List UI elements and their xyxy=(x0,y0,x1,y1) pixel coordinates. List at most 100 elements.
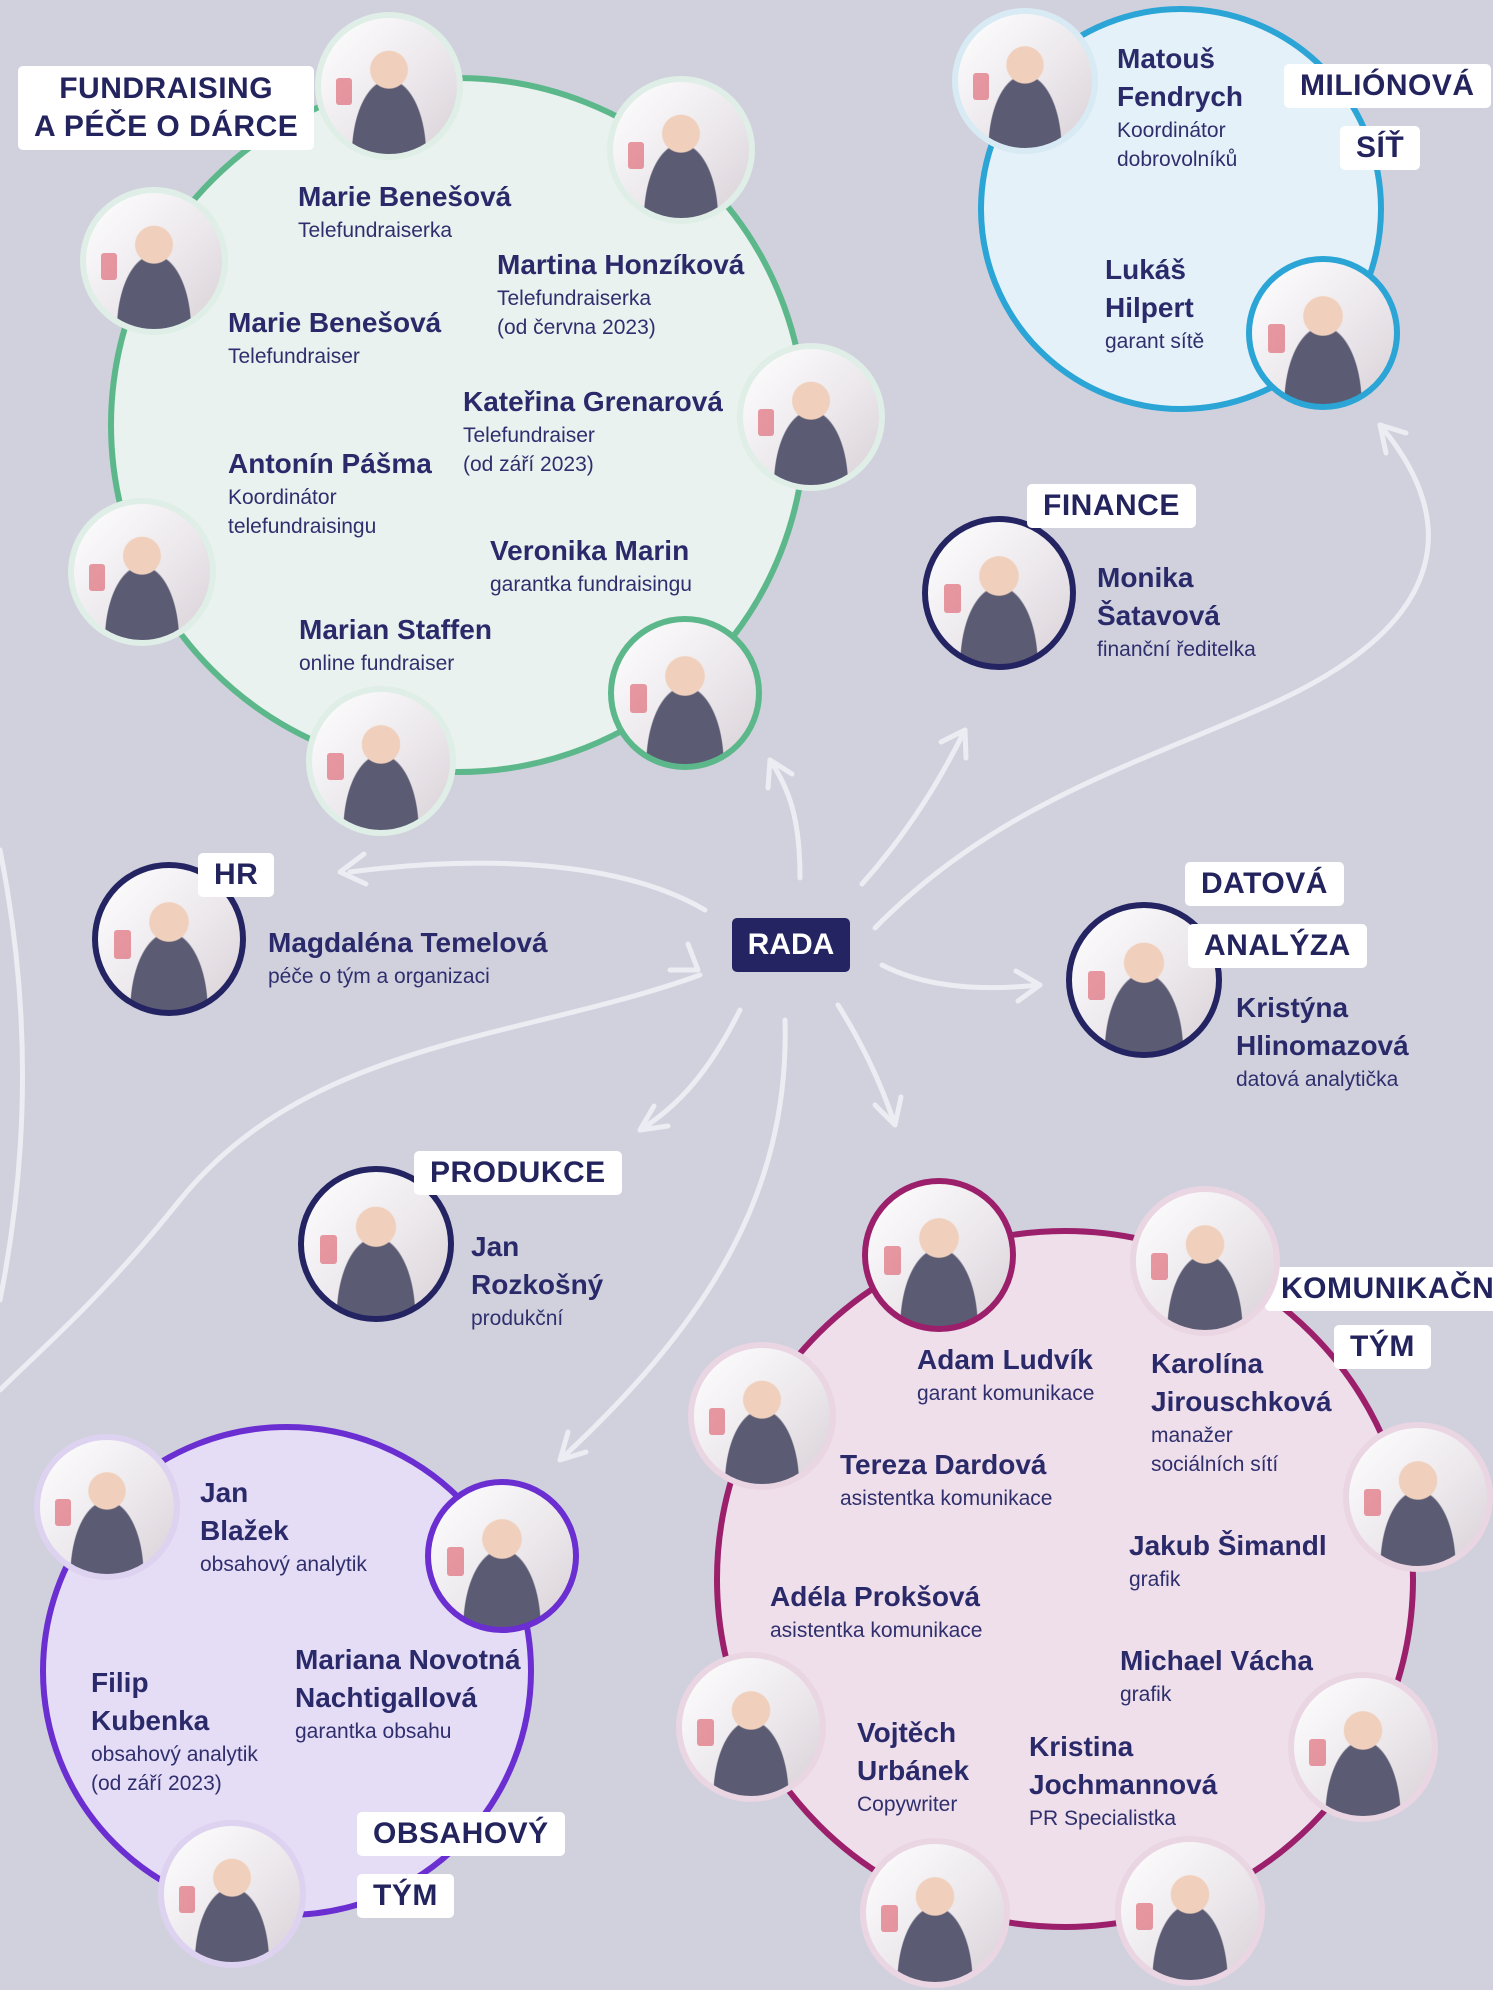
avatar xyxy=(1246,256,1400,410)
team-member: Marian Staffen online fundraiser xyxy=(299,611,492,678)
member-name: Kateřina Grenarová xyxy=(463,386,723,417)
finance-team-title: FINANCE xyxy=(1027,484,1196,528)
avatar xyxy=(737,343,885,491)
avatar xyxy=(306,686,456,836)
avatar xyxy=(608,616,762,770)
member-role: garantka fundraisingu xyxy=(490,573,692,596)
member-role: Copywriter xyxy=(857,1793,958,1816)
member-name: Kristina Jochmannová xyxy=(1029,1731,1218,1800)
avatar xyxy=(952,8,1098,154)
member-name: Lukáš Hilpert xyxy=(1105,254,1194,323)
member-role: Telefundraiserka (od června 2023) xyxy=(497,287,656,339)
team-member: Jakub Šimandl grafik xyxy=(1129,1527,1327,1594)
member-name: Marie Benešová xyxy=(298,181,512,212)
hr-team-title: HR xyxy=(198,853,275,897)
avatar xyxy=(1343,1422,1493,1572)
team-member: Mariana Novotná Nachtigallová garantka o… xyxy=(295,1641,521,1746)
avatar xyxy=(298,1166,454,1322)
member-name: Antonín Pášma xyxy=(228,448,432,479)
team-member: Michael Vácha grafik xyxy=(1120,1642,1313,1709)
komunikacni-team-title-line1: KOMUNIKAČNÍ xyxy=(1265,1267,1493,1311)
member-name: Jan Blažek xyxy=(200,1477,289,1546)
avatar xyxy=(315,12,463,160)
avatar xyxy=(34,1434,180,1580)
member-name: Martina Honzíková xyxy=(497,249,745,280)
team-member: Vojtěch Urbánek Copywriter xyxy=(857,1714,969,1819)
datova-team-title-line1: DATOVÁ xyxy=(1185,862,1344,906)
team-member: Monika Šatavová finanční ředitelka xyxy=(1097,559,1256,664)
member-role: garantka obsahu xyxy=(295,1720,452,1743)
avatar xyxy=(862,1178,1016,1332)
member-name: Monika Šatavová xyxy=(1097,562,1220,631)
member-role: finanční ředitelka xyxy=(1097,638,1256,661)
member-role: Koordinátor telefundraisingu xyxy=(228,486,377,538)
member-role: Telefundraiserka xyxy=(298,219,453,242)
team-member: Jan Rozkošný produkční xyxy=(471,1228,603,1333)
team-member: Jan Blažek obsahový analytik xyxy=(200,1474,367,1579)
member-name: Mariana Novotná Nachtigallová xyxy=(295,1644,521,1713)
member-role: Telefundraiser (od září 2023) xyxy=(463,424,595,476)
team-member: Karolína Jirouschková manažer sociálních… xyxy=(1151,1345,1332,1479)
rada-center-label: RADA xyxy=(732,918,850,972)
fundraising-team-title: FUNDRAISING A PÉČE O DÁRCE xyxy=(18,66,315,150)
member-role: online fundraiser xyxy=(299,652,455,675)
member-name: Kristýna Hlinomazová xyxy=(1236,992,1409,1061)
team-member: Matouš Fendrych Koordinátor dobrovolníků xyxy=(1117,40,1243,174)
member-role: obsahový analytik (od září 2023) xyxy=(91,1743,258,1795)
avatar xyxy=(1288,1672,1438,1822)
milionova-team-title-line1: MILIÓNOVÁ xyxy=(1284,64,1491,108)
member-name: Marie Benešová xyxy=(228,307,442,338)
team-member: Marie Benešová Telefundraiserka xyxy=(298,178,511,245)
member-name: Karolína Jirouschková xyxy=(1151,1348,1332,1417)
member-name: Michael Vácha xyxy=(1120,1645,1313,1676)
member-role: produkční xyxy=(471,1307,564,1330)
team-member: Adam Ludvík garant komunikace xyxy=(917,1341,1094,1408)
avatar xyxy=(922,516,1076,670)
member-role: PR Specialistka xyxy=(1029,1807,1177,1830)
avatar xyxy=(607,76,755,224)
avatar xyxy=(860,1838,1010,1988)
member-role: Koordinátor dobrovolníků xyxy=(1117,119,1238,171)
member-name: Veronika Marin xyxy=(490,535,690,566)
obsahovy-team-title-line1: OBSAHOVÝ xyxy=(357,1812,565,1856)
team-member: Martina Honzíková Telefundraiserka (od č… xyxy=(497,246,744,342)
avatar xyxy=(80,187,228,335)
member-name: Jan Rozkošný xyxy=(471,1231,604,1300)
team-member: Veronika Marin garantka fundraisingu xyxy=(490,532,692,599)
obsahovy-team-title-line2: TÝM xyxy=(357,1874,454,1918)
member-name: Matouš Fendrych xyxy=(1117,43,1244,112)
milionova-team-title-line2: SÍŤ xyxy=(1340,126,1421,170)
member-name: Vojtěch Urbánek xyxy=(857,1717,970,1786)
datova-team-title-line2: ANALÝZA xyxy=(1188,924,1367,968)
member-role: Telefundraiser xyxy=(228,345,360,368)
komunikacni-team-circle xyxy=(714,1228,1416,1930)
member-role: grafik xyxy=(1120,1683,1172,1706)
member-name: Marian Staffen xyxy=(299,614,492,645)
avatar xyxy=(425,1479,579,1633)
komunikacni-team-title-line2: TÝM xyxy=(1334,1325,1431,1369)
team-member: Kristina Jochmannová PR Specialistka xyxy=(1029,1728,1217,1833)
member-name: Adéla Prokšová xyxy=(770,1581,981,1612)
member-role: asistentka komunikace xyxy=(770,1619,983,1642)
member-role: asistentka komunikace xyxy=(840,1487,1053,1510)
team-member: Magdaléna Temelová péče o tým a organiza… xyxy=(268,924,548,991)
member-name: Jakub Šimandl xyxy=(1129,1530,1327,1561)
team-member: Marie Benešová Telefundraiser xyxy=(228,304,441,371)
team-member: Adéla Prokšová asistentka komunikace xyxy=(770,1578,982,1645)
member-name: Adam Ludvík xyxy=(917,1344,1093,1375)
avatar xyxy=(68,498,216,646)
member-role: garant sítě xyxy=(1105,330,1205,353)
team-member: Kristýna Hlinomazová datová analytička xyxy=(1236,989,1409,1094)
member-name: Tereza Dardová xyxy=(840,1449,1047,1480)
avatar xyxy=(1130,1186,1280,1336)
member-role: grafik xyxy=(1129,1568,1181,1591)
avatar xyxy=(158,1820,306,1968)
produkce-team-title: PRODUKCE xyxy=(414,1151,622,1195)
avatar xyxy=(688,1342,836,1490)
member-role: garant komunikace xyxy=(917,1382,1095,1405)
avatar xyxy=(1115,1836,1265,1986)
member-role: manažer sociálních sítí xyxy=(1151,1424,1279,1476)
team-member: Tereza Dardová asistentka komunikace xyxy=(840,1446,1052,1513)
member-name: Filip Kubenka xyxy=(91,1667,210,1736)
